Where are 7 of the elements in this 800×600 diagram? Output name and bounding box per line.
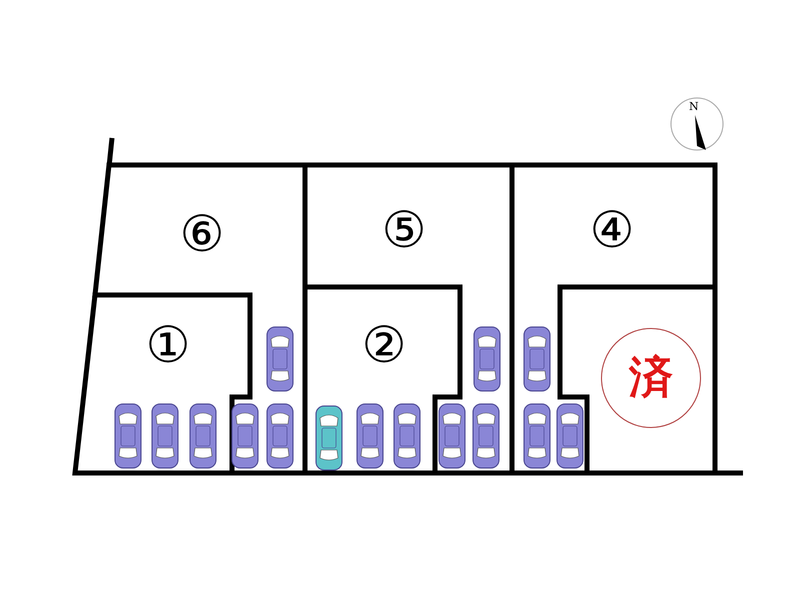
lot-number: ⑥ xyxy=(180,209,224,259)
sold-mark: 済 xyxy=(629,356,673,400)
lot-number: ② xyxy=(362,320,406,370)
lot-number: ① xyxy=(146,320,190,370)
lot-number: ⑤ xyxy=(382,205,426,255)
north-label: N xyxy=(689,101,699,112)
lot-number: ④ xyxy=(590,205,634,255)
